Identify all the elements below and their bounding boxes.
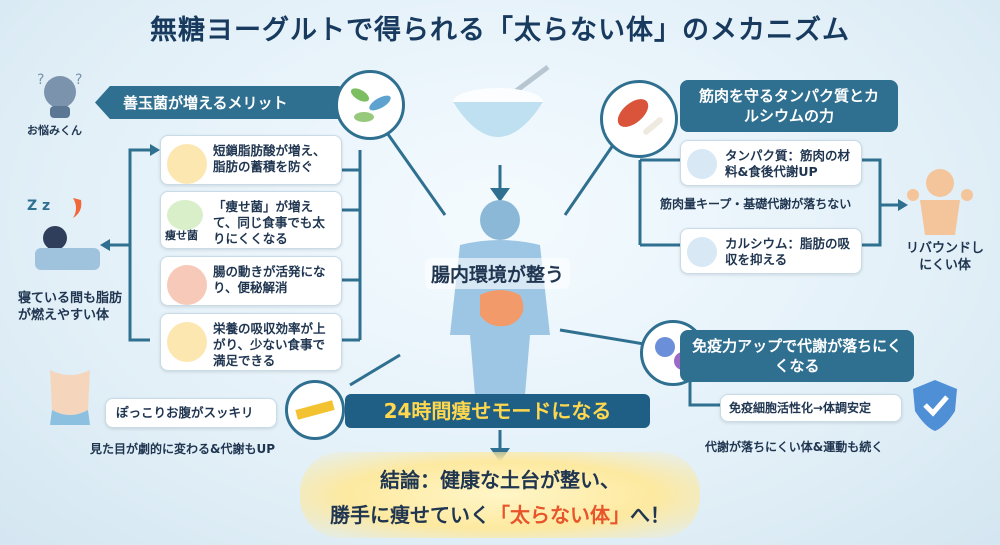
conclusion-highlight: 「太らない体」	[490, 503, 630, 527]
calcium-card: カルシウム：脂肪の吸収を抑える	[680, 228, 862, 274]
right-banner: 筋肉を守るタンパク質とカルシウムの力	[680, 80, 898, 132]
body-gut-icon	[420, 195, 580, 395]
benefit-card-thin-bacteria: 痩せ菌 「痩せ菌」が増えて、同じ食事でも太りにくくなる	[160, 191, 342, 249]
benefit-card-scfa: 短鎖脂肪酸が増え、脂肪の蓄積を防ぐ	[160, 135, 342, 185]
immune-result-label: 代謝が落ちにくい体&運動も続く	[705, 440, 884, 454]
calcium-text: カルシウム：脂肪の吸収を抑える	[725, 236, 851, 267]
conclusion-line1: 結論：健康な土台が整い、	[380, 468, 620, 492]
calcium-bottle-icon	[687, 237, 717, 267]
protein-shake-icon	[687, 149, 717, 179]
protein-card: タンパク質：筋肉の材料&食後代謝UP	[680, 140, 862, 186]
worried-character-icon: ??	[35, 70, 85, 120]
conclusion-box: 結論：健康な土台が整い、 勝手に痩せていく「太らない体」へ！	[300, 452, 700, 538]
measuring-tape-icon	[285, 380, 345, 440]
bowl-arrow-icon	[167, 322, 207, 362]
belly-label: ぽっこりお腹がスッキリ	[116, 405, 254, 420]
thin-bacteria-badge: 痩せ菌	[165, 229, 198, 242]
shield-drop-icon	[167, 144, 207, 184]
strong-person-icon	[905, 165, 975, 235]
intestine-icon	[167, 265, 207, 305]
worried-label: お悩みくん	[27, 124, 82, 137]
conclusion-part-a: 勝手に痩せていく	[330, 503, 490, 527]
thin-bacteria-icon	[167, 200, 203, 230]
muscle-bone-icon	[600, 80, 678, 158]
benefit-text: 短鎖脂肪酸が増え、脂肪の蓄積を防ぐ	[213, 143, 326, 174]
slim-belly-icon	[40, 370, 100, 430]
benefit-card-bowel: 腸の動きが活発になり、便秘解消	[160, 256, 342, 306]
immune-card: 免疫細胞活性化→体調安定	[720, 394, 902, 422]
immune-banner: 免疫力アップで代謝が落ちにくくなる	[680, 330, 914, 382]
svg-text:?: ?	[75, 72, 82, 88]
benefit-text: 「痩せ菌」が増えて、同じ食事でも太りにくくなる	[213, 199, 325, 246]
protein-text: タンパク質：筋肉の材料&食後代謝UP	[725, 148, 851, 179]
sleeping-person-icon: Z z	[25, 190, 105, 275]
benefit-text: 腸の動きが活発になり、便秘解消	[213, 264, 326, 295]
svg-text:Z z: Z z	[27, 198, 50, 214]
shield-check-icon	[905, 375, 965, 435]
benefit-card-absorption: 栄養の吸収効率が上がり、少ない食事で満足できる	[160, 313, 342, 371]
bacteria-icon	[335, 70, 405, 140]
benefit-text: 栄養の吸収効率が上がり、少ない食事で満足できる	[213, 321, 326, 368]
gut-label: 腸内環境が整う	[425, 258, 571, 289]
yogurt-bowl-icon	[448, 62, 558, 162]
conclusion-line2: 勝手に痩せていく「太らない体」へ！	[300, 499, 700, 528]
belly-card: ぽっこりお腹がスッキリ	[105, 398, 277, 428]
look-label: 見た目が劇的に変わる&代謝もUP	[90, 442, 276, 456]
page-title: 無糖ヨーグルトで得られる「太らない体」のメカニズム	[150, 15, 850, 46]
left-banner: 善玉菌が増えるメリット	[95, 86, 344, 119]
rebound-label: リバウンドしにくい体	[905, 241, 984, 273]
conclusion-part-c: へ！	[630, 503, 670, 527]
mode-banner: 24時間痩せモードになる	[345, 394, 650, 428]
immune-card-text: 免疫細胞活性化→体調安定	[729, 401, 872, 415]
svg-text:?: ?	[37, 72, 44, 88]
muscle-keep-label: 筋肉量キープ・基礎代謝が落ちない	[660, 197, 852, 211]
sleep-label: 寝ている間も脂肪が燃えやすい体	[18, 291, 123, 323]
